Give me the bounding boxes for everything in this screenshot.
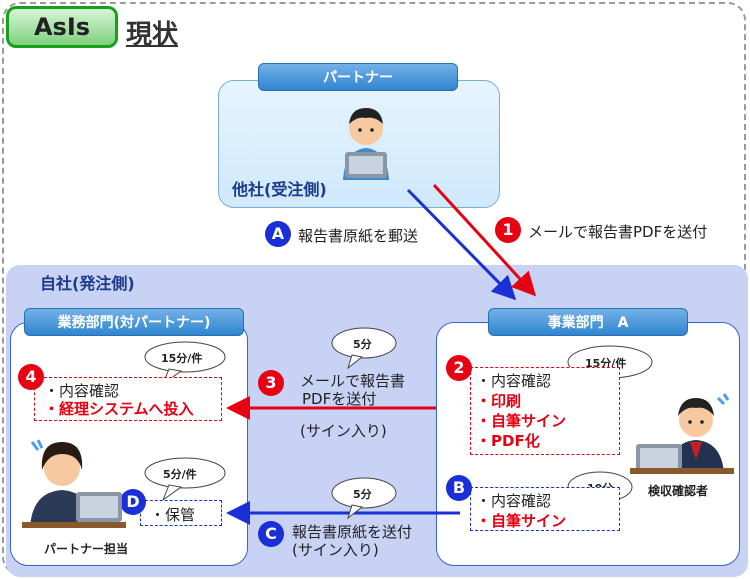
step-2-line3: ・自筆サイン bbox=[476, 412, 567, 430]
step-3-marker: 3 bbox=[258, 370, 284, 396]
partner-header: パートナー bbox=[258, 63, 458, 91]
man-at-laptop-icon bbox=[630, 393, 734, 474]
step-a-marker: A bbox=[265, 221, 291, 247]
person-at-laptop-icon bbox=[343, 108, 389, 180]
right-person-label: 検収確認者 bbox=[648, 484, 709, 498]
step-d-line1: ・保管 bbox=[150, 506, 196, 524]
step-3-line2: PDFを送付 bbox=[302, 390, 377, 408]
step-c-marker: C bbox=[258, 521, 284, 547]
step-d-marker: D bbox=[120, 489, 146, 515]
step-4-line1: ・内容確認 bbox=[44, 382, 120, 400]
company-label: 自社(発注側) bbox=[40, 274, 135, 293]
step-4-time: 15分/件 bbox=[161, 352, 203, 365]
left-dept-header: 業務部門(対パートナー) bbox=[24, 308, 244, 336]
step-d-time: 5分/件 bbox=[163, 468, 197, 481]
asis-badge: AsIs bbox=[6, 6, 118, 48]
arrow-a bbox=[406, 188, 517, 301]
step-2-line4: ・PDF化 bbox=[476, 432, 540, 450]
step-b-line1: ・内容確認 bbox=[476, 492, 552, 510]
step-c-line2: (サイン入り) bbox=[292, 541, 379, 559]
step-c-time: 5分 bbox=[353, 488, 372, 501]
speech-bubble-icon bbox=[144, 457, 226, 502]
step-3-time: 5分 bbox=[353, 338, 372, 351]
speech-bubble-icon bbox=[331, 477, 397, 520]
step-3-line3: (サイン入り) bbox=[300, 422, 387, 440]
step-a-label: 報告書原紙を郵送 bbox=[298, 227, 419, 245]
step-b-line2: ・自筆サイン bbox=[476, 512, 567, 530]
speech-bubble-icon bbox=[331, 327, 397, 370]
step-4-line2: ・経理システムへ投入 bbox=[44, 400, 194, 418]
step-c-line1: 報告書原紙を送付 bbox=[292, 523, 413, 541]
right-dept-header: 事業部門 A bbox=[488, 308, 688, 336]
arrow-1 bbox=[432, 183, 537, 297]
step-1-marker: 1 bbox=[495, 217, 521, 243]
step-2-box bbox=[470, 367, 620, 455]
page-title: 現状 bbox=[126, 20, 179, 50]
step-2-marker: 2 bbox=[446, 355, 472, 381]
step-3-line1: メールで報告書 bbox=[300, 372, 406, 390]
step-b-marker: B bbox=[446, 475, 472, 501]
partner-company-label: 他社(受注側) bbox=[232, 180, 327, 199]
step-2-line1: ・内容確認 bbox=[476, 372, 552, 390]
step-4-marker: 4 bbox=[18, 364, 44, 390]
step-d-box bbox=[140, 500, 222, 526]
step-2-line2: ・印刷 bbox=[476, 392, 522, 410]
woman-at-laptop-icon bbox=[22, 439, 126, 528]
partner-panel bbox=[218, 80, 500, 208]
step-4-box bbox=[34, 377, 222, 421]
step-1-label: メールで報告書PDFを送付 bbox=[528, 223, 708, 241]
left-person-label: パートナー担当 bbox=[44, 542, 129, 556]
step-2-time: 15分/件 bbox=[585, 357, 627, 370]
step-b-box bbox=[470, 487, 620, 531]
